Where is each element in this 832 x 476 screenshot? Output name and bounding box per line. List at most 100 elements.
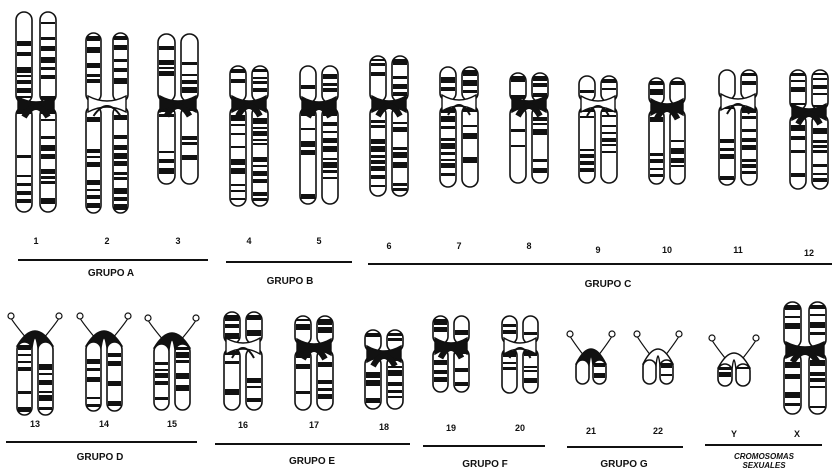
chromosome-number-20: 20 [515,423,525,433]
band [18,361,31,363]
band [323,158,337,160]
band [39,391,52,393]
band [371,175,385,179]
band [785,305,800,310]
band [18,354,31,356]
band [182,155,197,160]
band [231,79,245,83]
band [231,146,245,148]
band [159,71,174,76]
band [225,315,239,321]
chromosome-11 [719,70,757,185]
band [41,57,55,63]
band [318,327,332,333]
band [247,386,261,388]
band [813,93,827,95]
band [366,398,380,403]
band [41,22,55,24]
chromosome-21 [567,331,615,384]
band [114,59,127,62]
chromosome-10 [649,78,685,184]
band [87,195,100,199]
band [810,378,825,382]
band [503,324,516,327]
band [533,76,547,81]
band [463,125,477,127]
band [41,181,55,184]
band [388,338,402,341]
band [594,363,605,367]
band [650,153,663,156]
band [813,173,827,175]
chromosome-x [784,302,826,414]
band [393,188,407,191]
band [182,142,197,145]
band [393,122,407,124]
chromosome-number-5: 5 [316,236,321,246]
band [434,370,447,374]
chromosome-4 [230,66,268,206]
group-a-label: GRUPO A [88,268,134,279]
band [580,168,594,172]
band [463,70,477,76]
band [661,374,672,376]
band [393,92,407,96]
band [253,77,267,79]
band [41,67,55,70]
band [511,145,525,147]
band [253,139,267,141]
band [785,392,800,398]
band [810,322,825,328]
band [182,74,197,76]
chromosome-number-12: 12 [804,248,814,258]
chromosome-8 [510,73,548,183]
band [371,120,385,123]
band [39,364,52,370]
band [87,36,100,41]
band [17,52,31,56]
band [671,158,684,163]
band [17,80,31,84]
band [231,69,245,73]
band [455,330,468,335]
row2-group-lines [6,442,822,447]
band [671,81,684,85]
band [463,80,477,86]
band [155,362,168,365]
band [393,84,407,89]
band [810,386,825,388]
band [810,332,825,335]
chromosome-20 [502,316,538,393]
band [39,395,52,401]
band [159,60,174,65]
band [41,37,55,40]
band [785,403,800,406]
row2-numbers: 13 14 15 16 17 18 19 20 21 22 Y X [30,419,800,439]
chromosome-layer [8,12,828,415]
chromosome-17 [295,316,333,410]
band [17,183,31,186]
band [296,391,310,394]
chromosome-number-10: 10 [662,245,672,255]
band [87,404,100,407]
row1-numbers: 1 2 3 4 5 6 7 8 9 10 11 12 [33,236,814,258]
band [371,185,385,187]
chromosome-number-3: 3 [175,236,180,246]
band [371,63,385,66]
band [87,63,100,68]
group-c-label: GRUPO C [585,279,632,290]
band [253,127,267,129]
band [810,314,825,316]
band [791,136,805,140]
band [533,129,547,135]
band [323,162,337,168]
band [87,149,100,153]
band [17,75,31,77]
band [393,152,407,158]
band [114,161,127,166]
band [87,117,100,122]
band [503,362,516,364]
chromosome-number-15: 15 [167,419,177,429]
band [17,41,31,46]
band [503,367,516,370]
